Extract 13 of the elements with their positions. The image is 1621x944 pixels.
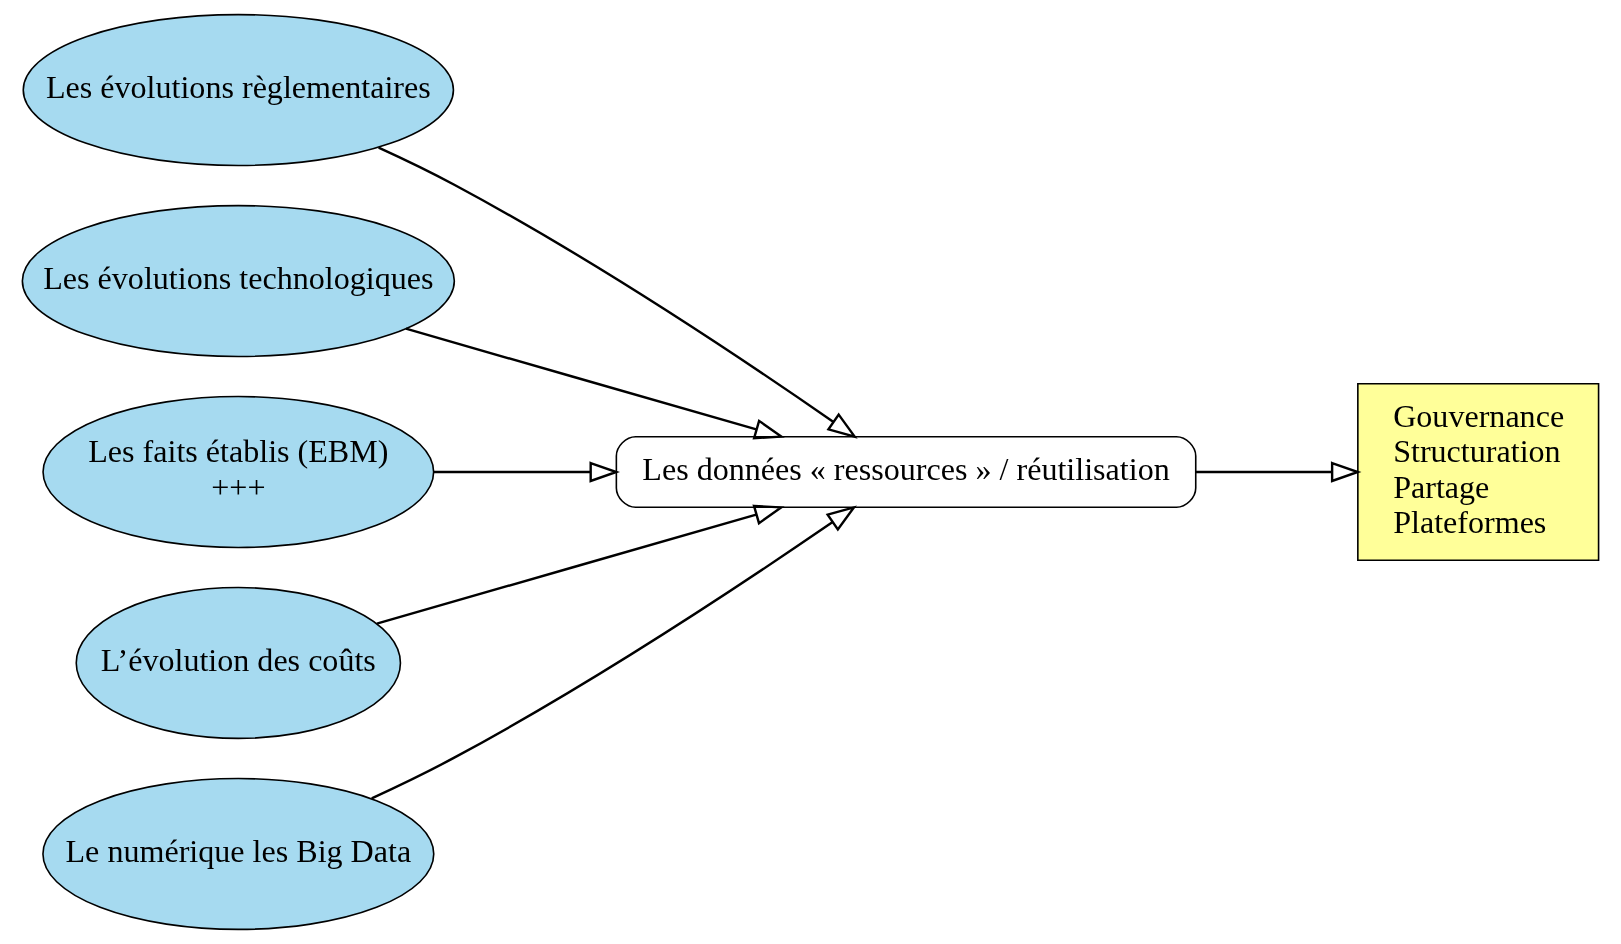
arrow xyxy=(1195,461,1362,483)
arrow xyxy=(378,146,858,439)
node-ellipse: Les faits établis (EBM) +++ xyxy=(42,395,435,549)
node-box: Les données « ressources » / réutilisation xyxy=(615,435,1197,509)
node-ellipse: Le numérique les Big Data xyxy=(42,777,435,931)
node-box: Gouvernance Structuration Partage Plateformes xyxy=(1357,382,1600,562)
node-ellipse: L’évolution des coûts xyxy=(75,586,402,740)
arrow xyxy=(433,461,620,483)
arrow xyxy=(405,327,785,440)
node-ellipse: Les évolutions technologiques xyxy=(21,204,456,358)
arrow xyxy=(376,504,785,625)
node-ellipse: Les évolutions règlementaires xyxy=(22,13,455,167)
arrow xyxy=(371,505,857,800)
